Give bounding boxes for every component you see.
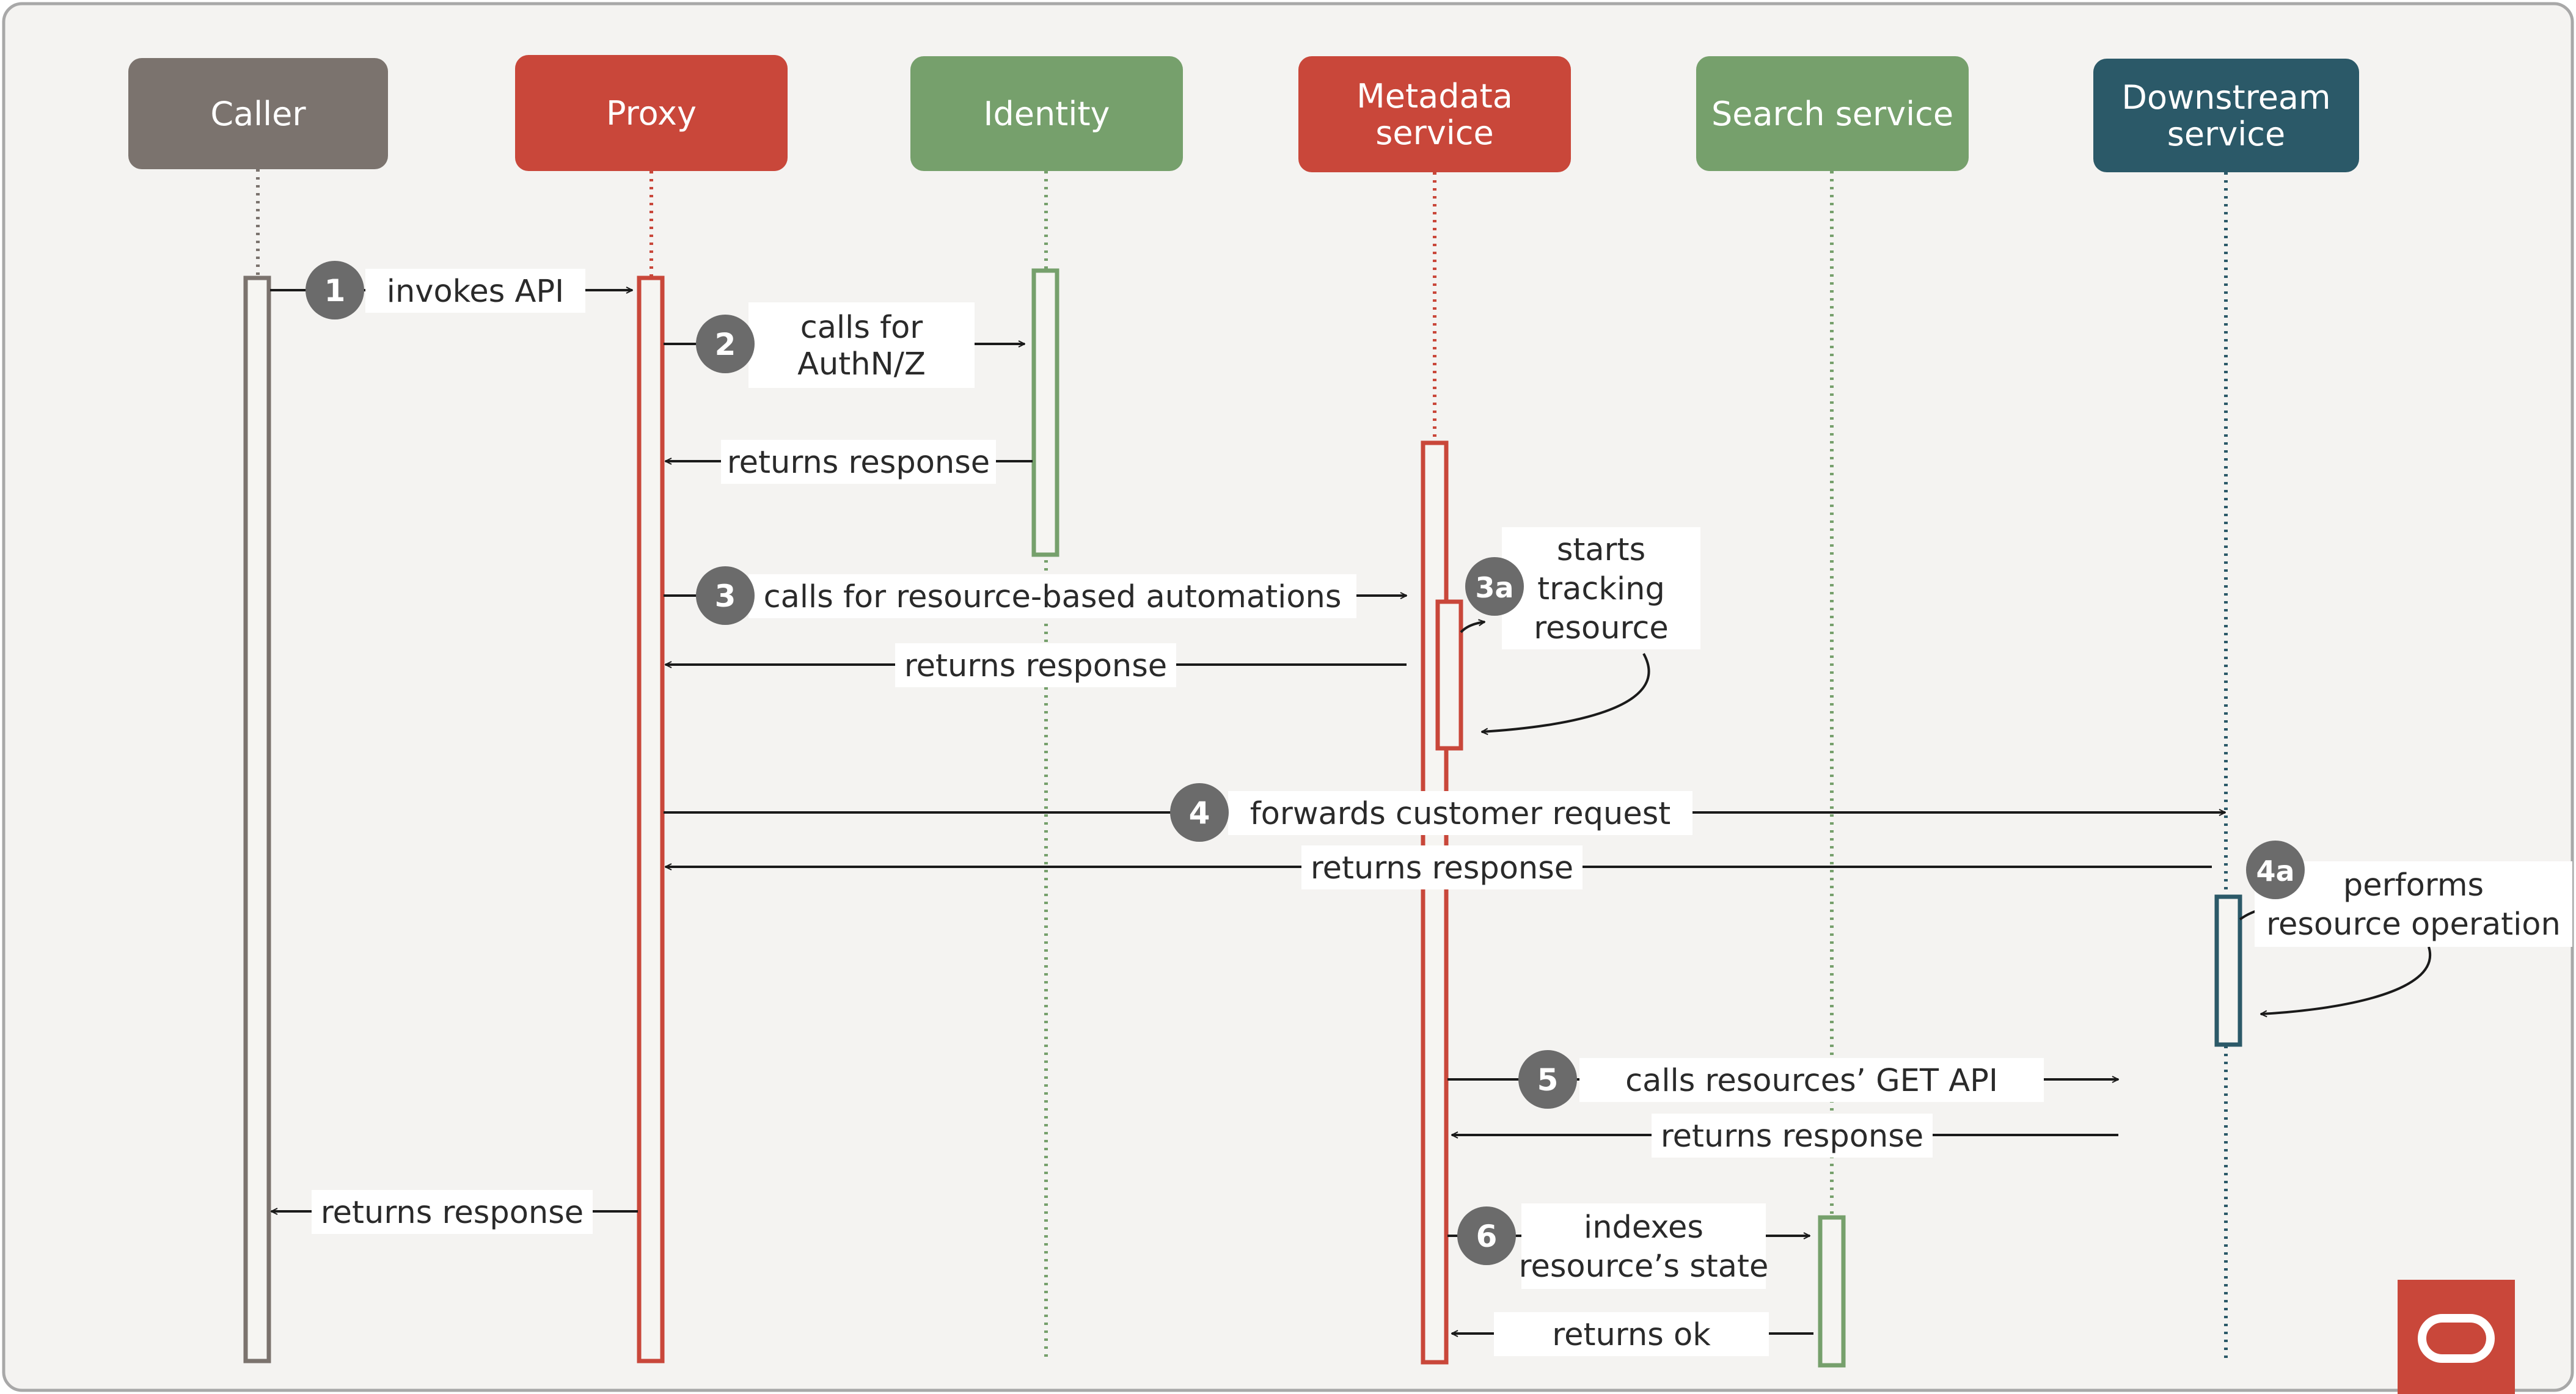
message-label: calls for resource-based automations [764, 579, 1342, 615]
step-number: 3 [715, 578, 736, 614]
step-badge: 5 [1518, 1050, 1577, 1109]
label-background [748, 574, 1356, 618]
step-number: 5 [1537, 1062, 1559, 1098]
participant-label: Proxy [606, 94, 697, 133]
participant-label: Downstream [2121, 78, 2330, 117]
step-badge: 1 [306, 261, 364, 319]
step-number: 2 [715, 327, 736, 362]
step-number: 6 [1476, 1219, 1498, 1254]
message-label: returns ok [1552, 1317, 1711, 1353]
step-number: 4 [1189, 795, 1210, 831]
participant-label: Metadata [1356, 77, 1513, 115]
message-calls-get-api: calls resources’ GET API 5 [1518, 1050, 2044, 1109]
message-label: performs [2343, 867, 2484, 903]
message-label: returns response [321, 1195, 584, 1231]
message-label: calls for [800, 310, 923, 346]
label-background [748, 302, 975, 388]
activation-metadata-3a [1435, 599, 1463, 751]
activation-bars [243, 268, 2242, 1368]
message-forwards-request: forwards customer request 4 [1170, 783, 1692, 842]
message-calls-automations: calls for resource-based automations 3 [696, 566, 1356, 625]
participant-label: service [2167, 115, 2285, 153]
label-background [895, 643, 1176, 687]
message-downstream-returns: returns response [1301, 845, 1583, 889]
activation-metadata [1421, 440, 1449, 1365]
activation-proxy [637, 276, 665, 1363]
message-label: returns response [904, 648, 1167, 684]
label-background [1579, 1058, 2044, 1102]
label-background [2255, 861, 2572, 947]
step-number: 1 [324, 273, 346, 308]
arrow-performs-operation [2261, 946, 2432, 1014]
participant-proxy: Proxy [515, 55, 788, 171]
message-identity-returns: returns response [721, 440, 996, 484]
message-label: starts [1557, 532, 1645, 568]
participant-label: service [1375, 114, 1493, 152]
label-background [1521, 1203, 1766, 1289]
participant-label: Identity [984, 95, 1110, 133]
message-label: resource [1534, 610, 1669, 646]
step-badge: 6 [1457, 1206, 1516, 1265]
participant-identity: Identity [910, 56, 1183, 171]
activation-downstream [2214, 894, 2242, 1047]
message-label: resource’s state [1519, 1249, 1769, 1285]
label-background [1652, 1114, 1933, 1158]
message-label: forwards customer request [1250, 796, 1671, 832]
activation-caller [243, 276, 271, 1363]
step-badge: 4a [2246, 841, 2305, 899]
connector-3a [1460, 622, 1485, 633]
participant-caller: Caller [128, 58, 388, 169]
message-label: calls resources’ GET API [1625, 1063, 1998, 1099]
participant-label: Caller [210, 95, 306, 133]
oracle-logo-icon [2398, 1280, 2515, 1394]
step-badge: 4 [1170, 783, 1229, 842]
message-label: indexes [1584, 1210, 1703, 1246]
label-background [312, 1190, 593, 1234]
step-number: 3a [1475, 571, 1513, 604]
participant-search: Search service [1696, 56, 1969, 171]
message-invokes-api: invokes API 1 [306, 261, 585, 319]
step-badge: 3a [1465, 557, 1524, 616]
arrow-starts-tracking [1482, 653, 1650, 732]
step-number: 4a [2256, 855, 2294, 888]
message-get-returns: returns response [1652, 1114, 1933, 1158]
message-metadata-returns: returns response [895, 643, 1176, 687]
label-background [365, 269, 585, 313]
message-label: invokes API [387, 274, 564, 310]
participant-label: Search service [1711, 95, 1953, 133]
activation-identity [1031, 268, 1059, 557]
message-label: returns response [1661, 1118, 1923, 1155]
label-background [1502, 527, 1700, 649]
message-label: resource operation [2266, 907, 2561, 943]
message-proxy-returns: returns response [312, 1190, 593, 1234]
message-returns-ok: returns ok [1494, 1312, 1769, 1356]
label-background [1228, 791, 1692, 835]
message-label: returns response [1311, 850, 1573, 886]
activation-search [1818, 1215, 1846, 1368]
message-label: tracking [1537, 571, 1665, 607]
label-background [1301, 845, 1583, 889]
step-badge: 2 [696, 315, 755, 373]
message-performs-operation: performs resource operation 4a [2246, 841, 2572, 947]
message-label: returns response [727, 445, 990, 481]
label-background [1494, 1312, 1769, 1356]
message-label: AuthN/Z [797, 346, 926, 382]
label-background [721, 440, 996, 484]
step-badge: 3 [696, 566, 755, 625]
